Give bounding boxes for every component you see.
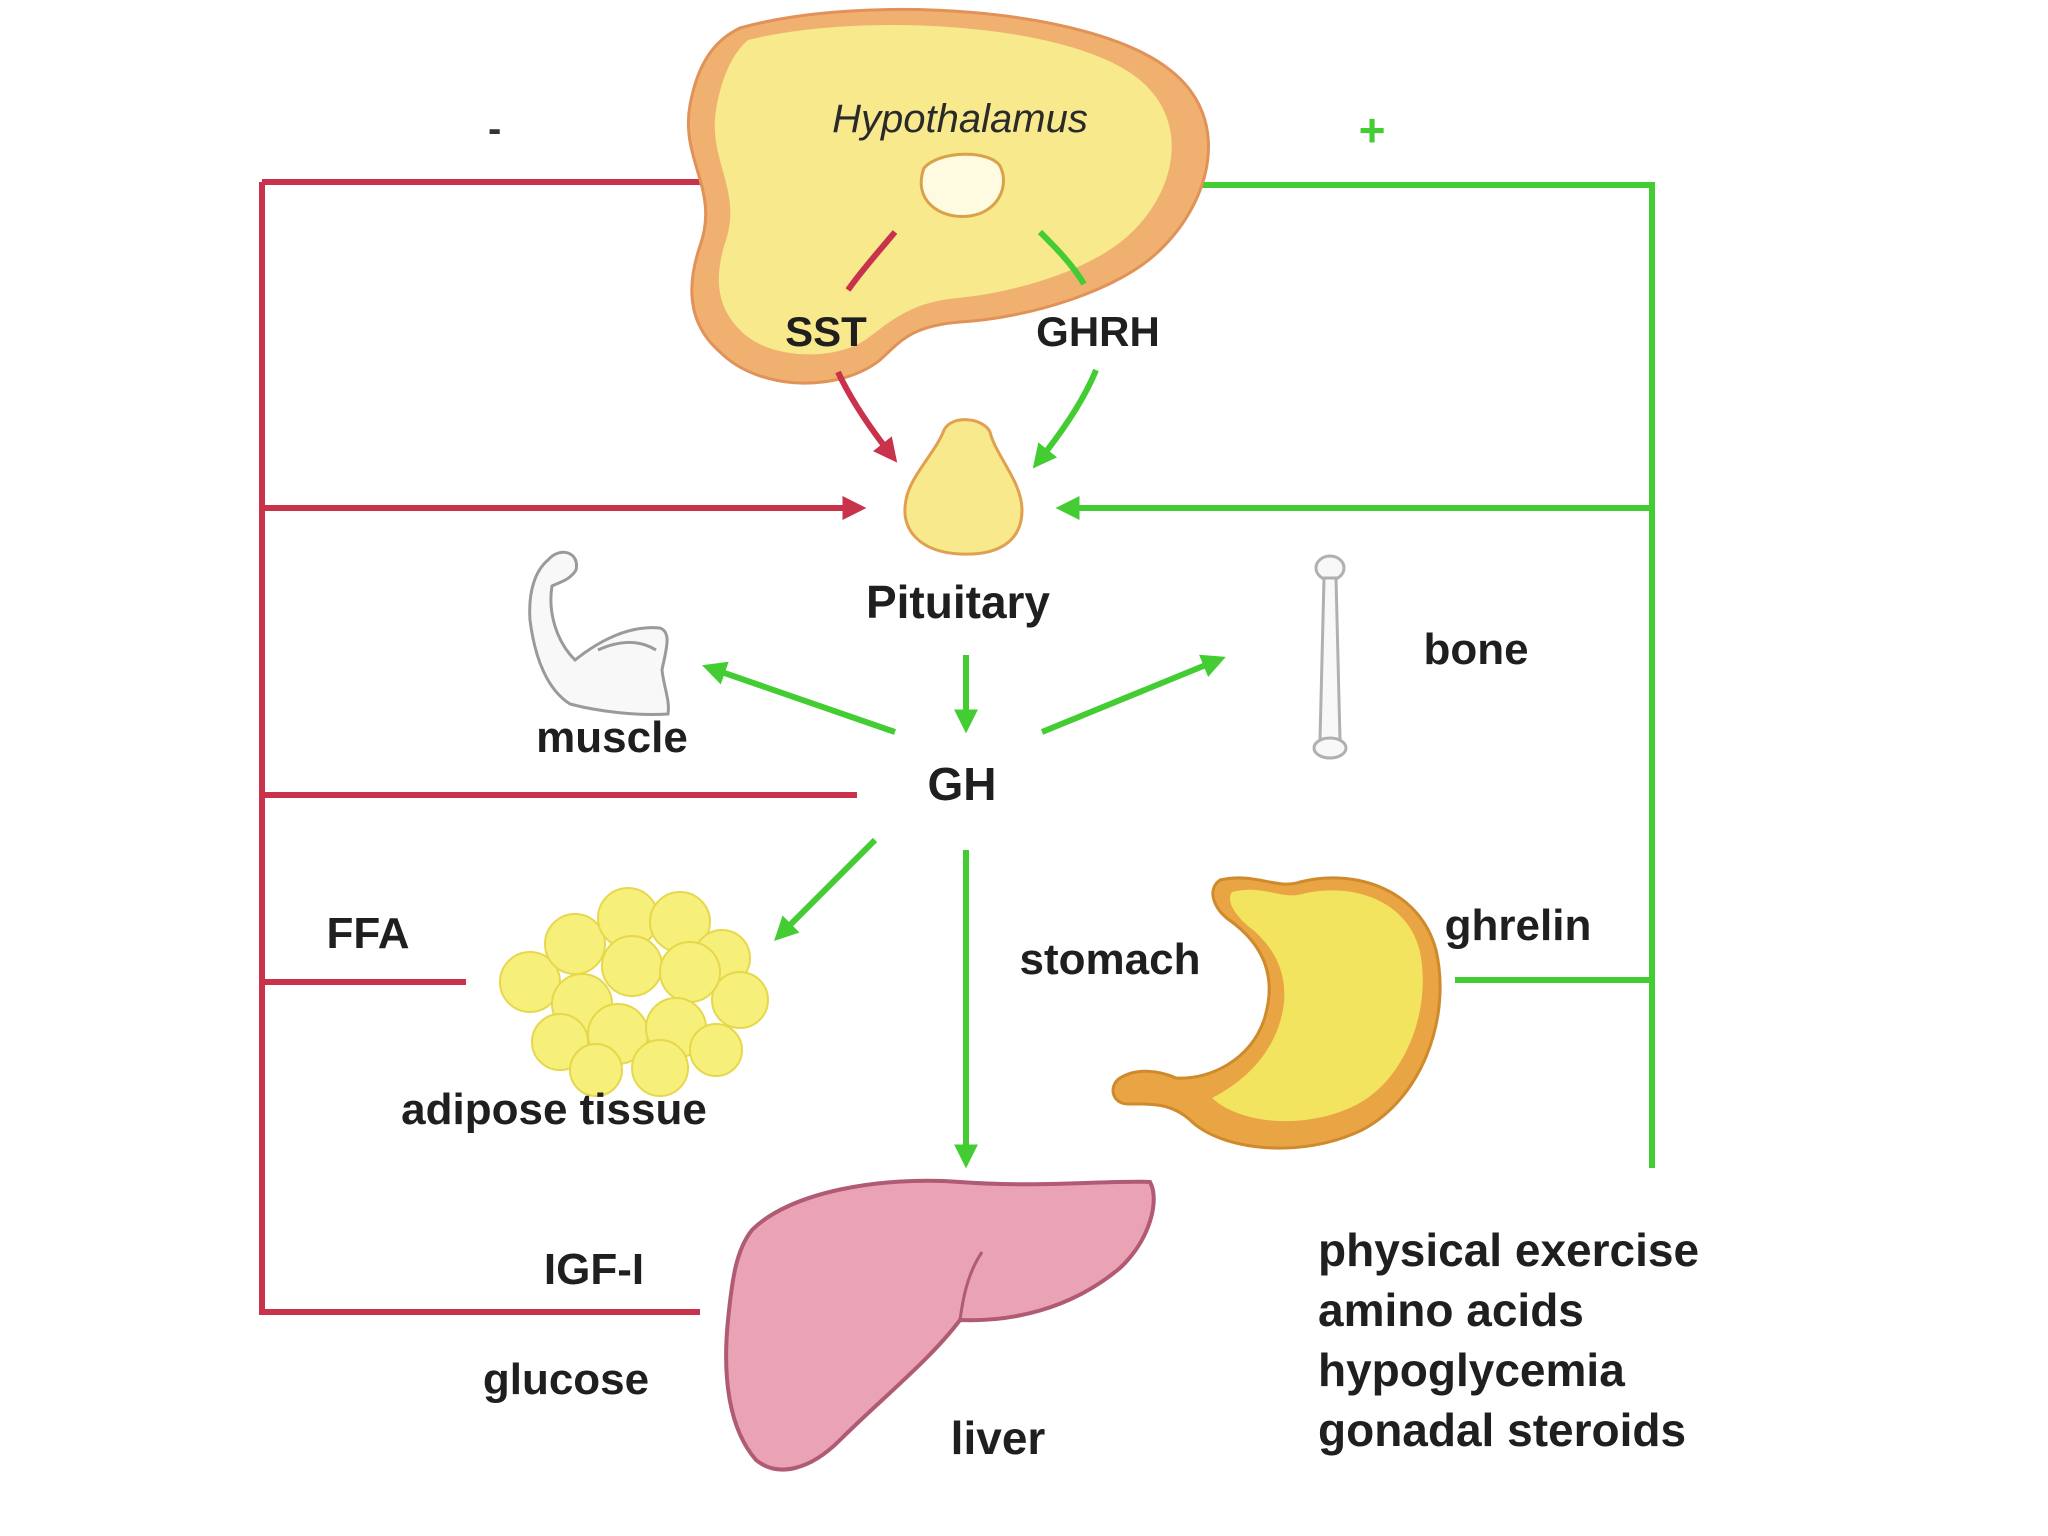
ghrh-arrow	[1032, 368, 1099, 469]
label-igf1: IGF-I	[544, 1245, 644, 1294]
bone-icon	[1312, 554, 1348, 760]
label-ghrelin: ghrelin	[1445, 901, 1592, 950]
gh-arrows	[702, 654, 1226, 1169]
label-sst: SST	[785, 308, 867, 355]
label-adipose-tissue: adipose tissue	[401, 1085, 707, 1134]
ghrh-curve	[1037, 229, 1087, 286]
negative-sign: -	[488, 107, 501, 151]
arrow-gh-to-adipose	[774, 837, 878, 941]
pituitary-shape	[903, 418, 1024, 556]
hypothalamus-shape	[687, 7, 1210, 385]
stimulus-item: gonadal steroids	[1318, 1404, 1686, 1456]
sst-curve	[845, 230, 898, 292]
adipose-tissue-icon	[499, 887, 769, 1097]
label-hypothalamus: Hypothalamus	[832, 97, 1088, 141]
arrow-gh-to-muscle	[702, 661, 896, 735]
stomach-icon	[1111, 876, 1442, 1150]
label-pituitary: Pituitary	[866, 576, 1050, 628]
label-bone: bone	[1423, 625, 1528, 674]
label-glucose: glucose	[483, 1355, 649, 1404]
label-gh: GH	[928, 758, 997, 810]
label-stomach: stomach	[1020, 935, 1201, 984]
label-muscle: muscle	[536, 713, 688, 762]
hypothalamus-nucleus	[919, 152, 1005, 218]
label-ghrh: GHRH	[1036, 308, 1160, 355]
stimulus-item: amino acids	[1318, 1284, 1584, 1336]
liver-icon	[724, 1178, 1156, 1472]
stimuli-list: physical exercise amino acids hypoglycem…	[1318, 1224, 1699, 1456]
positive-sign: +	[1359, 104, 1386, 156]
label-liver: liver	[951, 1412, 1046, 1464]
sst-arrow	[835, 370, 898, 463]
label-ffa: FFA	[326, 909, 409, 958]
arrow-gh-to-bone	[1040, 654, 1226, 735]
muscle-icon	[528, 550, 670, 716]
inhibitory-feedback-lines	[259, 170, 867, 1315]
stimulus-item: physical exercise	[1318, 1224, 1699, 1276]
stimulus-item: hypoglycemia	[1318, 1344, 1625, 1396]
